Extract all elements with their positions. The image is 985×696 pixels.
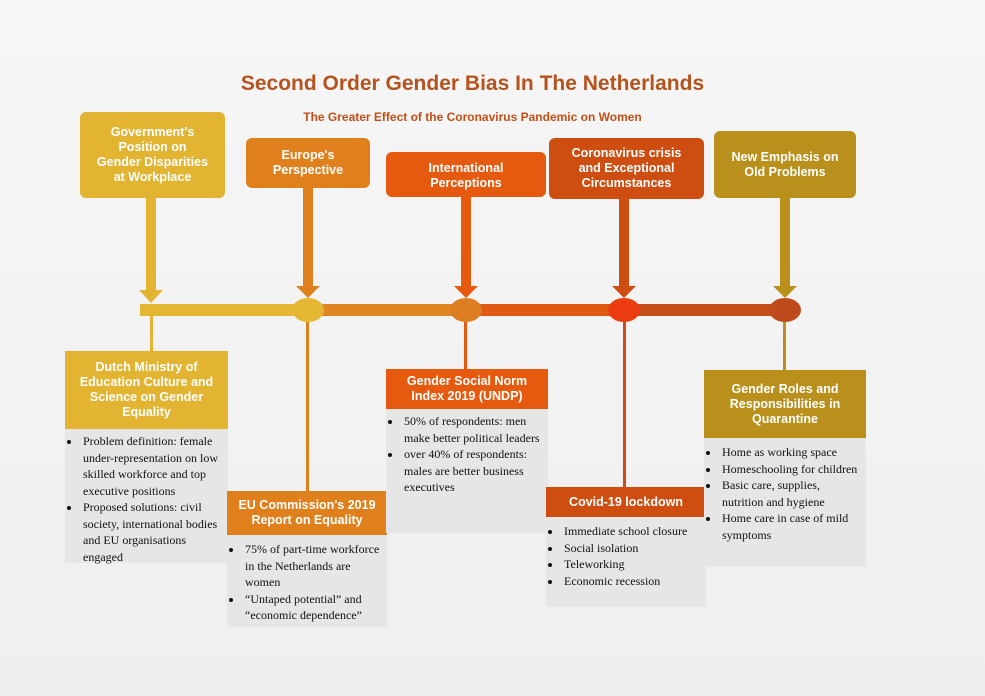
- list-item: 50% of respondents: men make better poli…: [402, 413, 542, 446]
- list-item: “Untaped potential” and “economic depend…: [243, 591, 381, 624]
- card-heading: Gender Roles and Responsibilities in Qua…: [704, 370, 866, 438]
- connector-line-1: [150, 316, 153, 352]
- list-item: Social isolation: [562, 540, 700, 557]
- connector-line-3: [464, 322, 467, 370]
- list-item: Teleworking: [562, 556, 700, 573]
- timeline-segment-2: [308, 304, 466, 316]
- timeline-node-4: [608, 298, 640, 322]
- top-box-international-perceptions: International Perceptions: [386, 152, 546, 197]
- top-box-government-position: Government's Position on Gender Disparit…: [80, 112, 225, 198]
- list-item: 75% of part-time workforce in the Nether…: [243, 541, 381, 591]
- connector-line-2: [306, 322, 309, 492]
- arrow-shaft-2: [303, 186, 313, 286]
- arrow-head-3: [454, 286, 478, 298]
- arrow-head-1: [139, 290, 163, 303]
- card-body: 75% of part-time workforce in the Nether…: [227, 535, 387, 627]
- arrow-shaft-3: [461, 196, 471, 286]
- list-item: Problem definition: female under-represe…: [81, 433, 222, 499]
- timeline-segment-4: [624, 304, 784, 316]
- timeline-segment-3: [466, 304, 624, 316]
- arrow-shaft-4: [619, 198, 629, 286]
- connector-line-5: [783, 322, 786, 370]
- card-gender-social-norm: Gender Social Norm Index 2019 (UNDP) 50%…: [386, 369, 548, 533]
- timeline-segment-1: [140, 304, 308, 316]
- card-eu-commission: EU Commission's 2019 Report on Equality …: [227, 491, 387, 627]
- arrow-head-5: [773, 286, 797, 298]
- card-body: Problem definition: female under-represe…: [65, 429, 228, 565]
- list-item: Basic care, supplies, nutrition and hygi…: [720, 477, 860, 510]
- card-body: Home as working space Homeschooling for …: [704, 438, 866, 566]
- timeline-node-5: [769, 298, 801, 322]
- list-item: Economic recession: [562, 573, 700, 590]
- list-item: Home care in case of mild symptoms: [720, 510, 860, 543]
- arrow-head-2: [296, 286, 320, 298]
- connector-line-4: [623, 322, 626, 488]
- card-heading: EU Commission's 2019 Report on Equality: [227, 491, 387, 535]
- arrow-shaft-1: [146, 196, 156, 290]
- card-body: Immediate school closure Social isolatio…: [546, 517, 706, 607]
- card-covid-lockdown: Covid-19 lockdown Immediate school closu…: [546, 487, 706, 607]
- top-box-coronavirus-crisis: Coronavirus crisis and Exceptional Circu…: [549, 138, 704, 199]
- list-item: Proposed solutions: civil society, inter…: [81, 499, 222, 565]
- diagram-subtitle: The Greater Effect of the Coronavirus Pa…: [303, 110, 642, 124]
- card-heading: Gender Social Norm Index 2019 (UNDP): [386, 369, 548, 409]
- card-gender-roles: Gender Roles and Responsibilities in Qua…: [704, 370, 866, 566]
- list-item: Homeschooling for children: [720, 461, 860, 478]
- list-item: over 40% of respondents: males are bette…: [402, 446, 542, 496]
- timeline-node-2: [292, 298, 324, 322]
- card-dutch-ministry: Dutch Ministry of Education Culture and …: [65, 351, 228, 565]
- arrow-head-4: [612, 286, 636, 298]
- top-box-new-emphasis: New Emphasis on Old Problems: [714, 131, 856, 198]
- card-body: 50% of respondents: men make better poli…: [386, 409, 548, 533]
- card-heading: Covid-19 lockdown: [546, 487, 706, 517]
- card-heading: Dutch Ministry of Education Culture and …: [65, 351, 228, 429]
- diagram-title: Second Order Gender Bias In The Netherla…: [240, 72, 705, 95]
- timeline-node-3: [450, 298, 482, 322]
- arrow-shaft-5: [780, 196, 790, 286]
- top-box-europe-perspective: Europe's Perspective: [246, 138, 370, 188]
- list-item: Home as working space: [720, 444, 860, 461]
- list-item: Immediate school closure: [562, 523, 700, 540]
